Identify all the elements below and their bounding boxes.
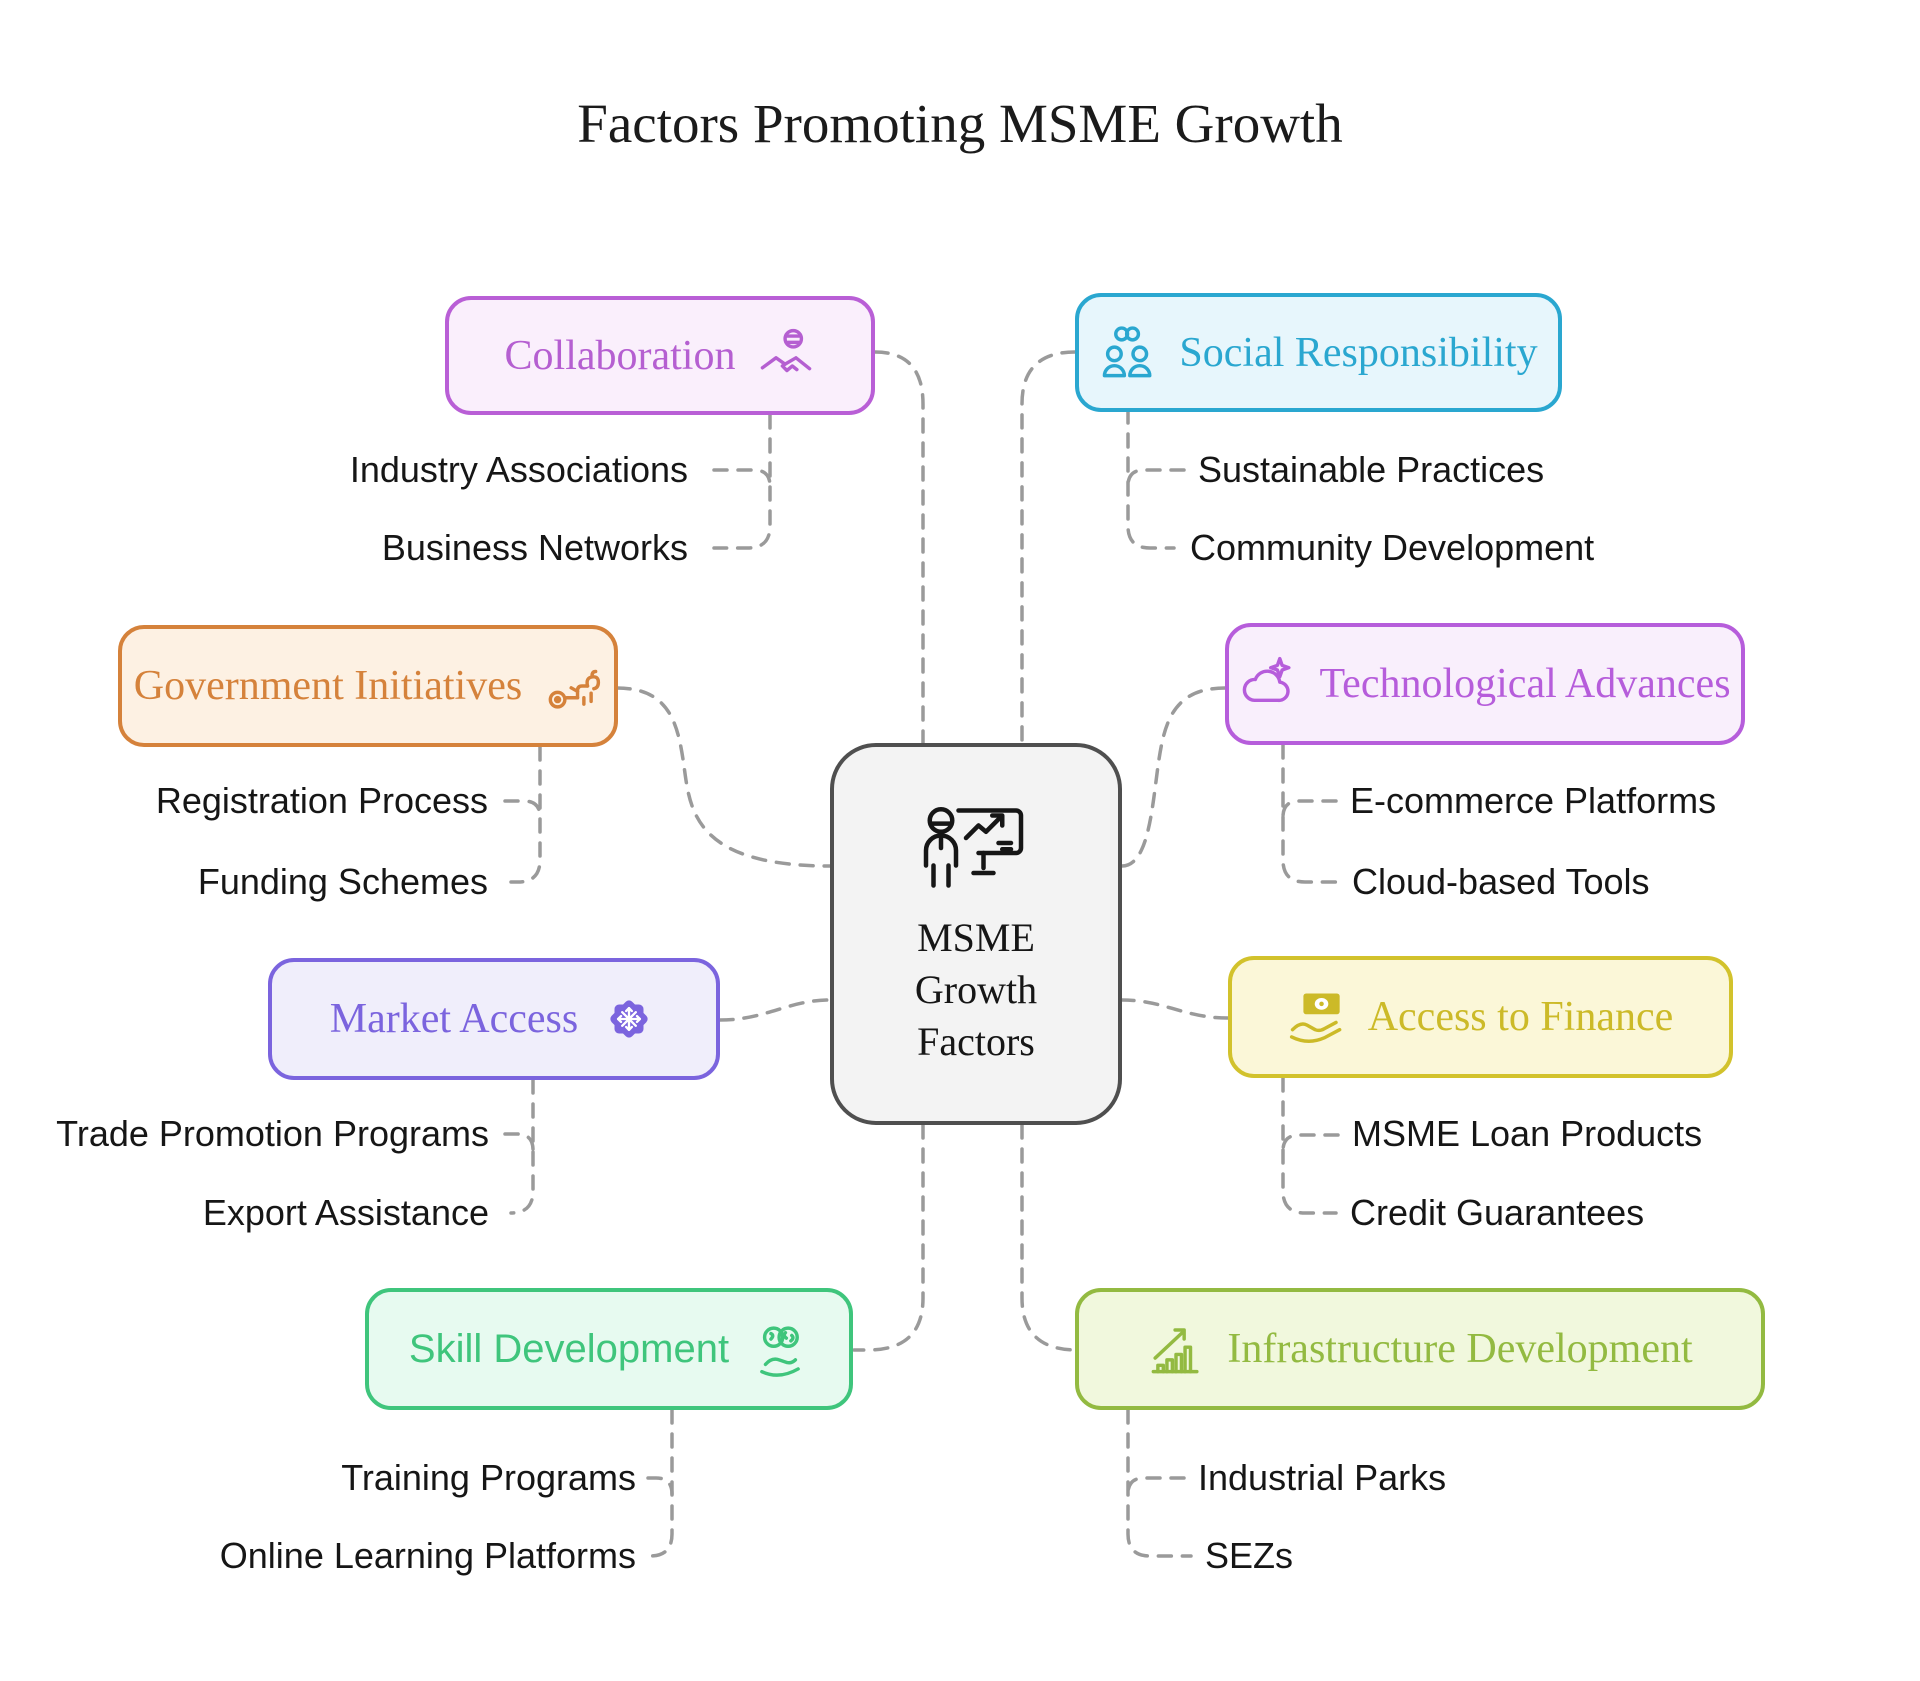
branch-label: Infrastructure Development [1227, 1326, 1693, 1372]
connector-social-child1 [1126, 468, 1186, 488]
community-people-icon [1099, 324, 1157, 382]
branch-label: Market Access [329, 996, 579, 1042]
page-title: Factors Promoting MSME Growth [577, 93, 1343, 154]
branch-label: Access to Finance [1367, 994, 1674, 1040]
connector-technological-child1 [1281, 799, 1338, 819]
connector-government-children [509, 745, 542, 884]
connector-technological-children [1281, 743, 1340, 884]
child-export-assistance: Export Assistance [202, 1192, 489, 1233]
child-training-programs: Training Programs [341, 1457, 636, 1498]
connector-infrastructure-child1 [1126, 1476, 1186, 1496]
connector-government-child1 [503, 799, 542, 819]
child-industrial-parks: Industrial Parks [1198, 1457, 1447, 1498]
connector-market-child1 [503, 1132, 535, 1152]
connector-finance-main [1120, 998, 1230, 1020]
connector-skill-main [852, 1123, 925, 1352]
connector-finance-children [1281, 1076, 1338, 1215]
connector-infrastructure-main [1020, 1123, 1079, 1352]
handshake-globe-icon [757, 327, 815, 385]
connector-collaboration-child1 [712, 468, 772, 488]
child-funding-schemes: Funding Schemes [197, 861, 488, 902]
connector-market-main [718, 998, 832, 1022]
connector-social-children [1126, 408, 1176, 550]
branch-label: Social Responsibility [1179, 329, 1538, 376]
child-online-learning-platforms: Online Learning Platforms [219, 1535, 636, 1576]
branch-access-to-finance: Access to Finance [1228, 956, 1733, 1078]
child-msme-loan-products: MSME Loan Products [1352, 1113, 1703, 1154]
connector-finance-child1 [1281, 1133, 1340, 1153]
branch-technological-advances: Technological Advances [1225, 623, 1745, 745]
branch-government-initiatives: Government Initiatives [118, 625, 618, 747]
presentation-icon [916, 800, 1036, 896]
connector-collaboration-children [712, 413, 772, 550]
connector-social-main [1020, 350, 1077, 745]
child-sezs: SEZs [1205, 1535, 1294, 1576]
child-ecommerce-platforms: E-commerce Platforms [1350, 780, 1717, 821]
branch-skill-development: Skill Development [365, 1288, 853, 1410]
child-industry-associations: Industry Associations [349, 449, 688, 490]
central-node: MSME Growth Factors [830, 743, 1122, 1125]
compass-star-icon [600, 990, 658, 1048]
branch-market-access: Market Access [268, 958, 720, 1080]
child-trade-promotion-programs: Trade Promotion Programs [56, 1113, 489, 1154]
branch-infrastructure-development: Infrastructure Development [1075, 1288, 1765, 1410]
branch-social-responsibility: Social Responsibility [1075, 293, 1562, 412]
connector-skill-child1 [646, 1476, 674, 1496]
branch-label: Government Initiatives [133, 663, 523, 709]
brain-hand-icon [751, 1320, 809, 1378]
branch-collaboration: Collaboration [445, 296, 875, 415]
child-credit-guarantees: Credit Guarantees [1350, 1192, 1645, 1233]
connector-skill-children [648, 1408, 674, 1558]
cloud-sparkle-icon [1239, 655, 1297, 713]
connector-technological-main [1120, 686, 1227, 868]
branch-label: Collaboration [504, 332, 736, 379]
child-community-development: Community Development [1190, 527, 1595, 568]
connector-infrastructure-children [1126, 1408, 1193, 1558]
central-label: MSME Growth Factors [914, 915, 1038, 1064]
child-registration-process: Registration Process [155, 780, 488, 821]
money-hand-icon [1288, 988, 1346, 1046]
connector-collaboration-main [873, 350, 925, 745]
dog-cart-icon [544, 657, 602, 715]
child-sustainable-practices: Sustainable Practices [1198, 449, 1545, 490]
child-business-networks: Business Networks [381, 527, 688, 568]
connector-market-children [509, 1078, 535, 1215]
growth-chart-icon [1147, 1320, 1205, 1378]
branch-label: Technological Advances [1319, 661, 1731, 707]
connector-government-main [615, 686, 832, 868]
branch-label: Skill Development [408, 1326, 730, 1371]
child-cloud-based-tools: Cloud-based Tools [1352, 861, 1650, 902]
